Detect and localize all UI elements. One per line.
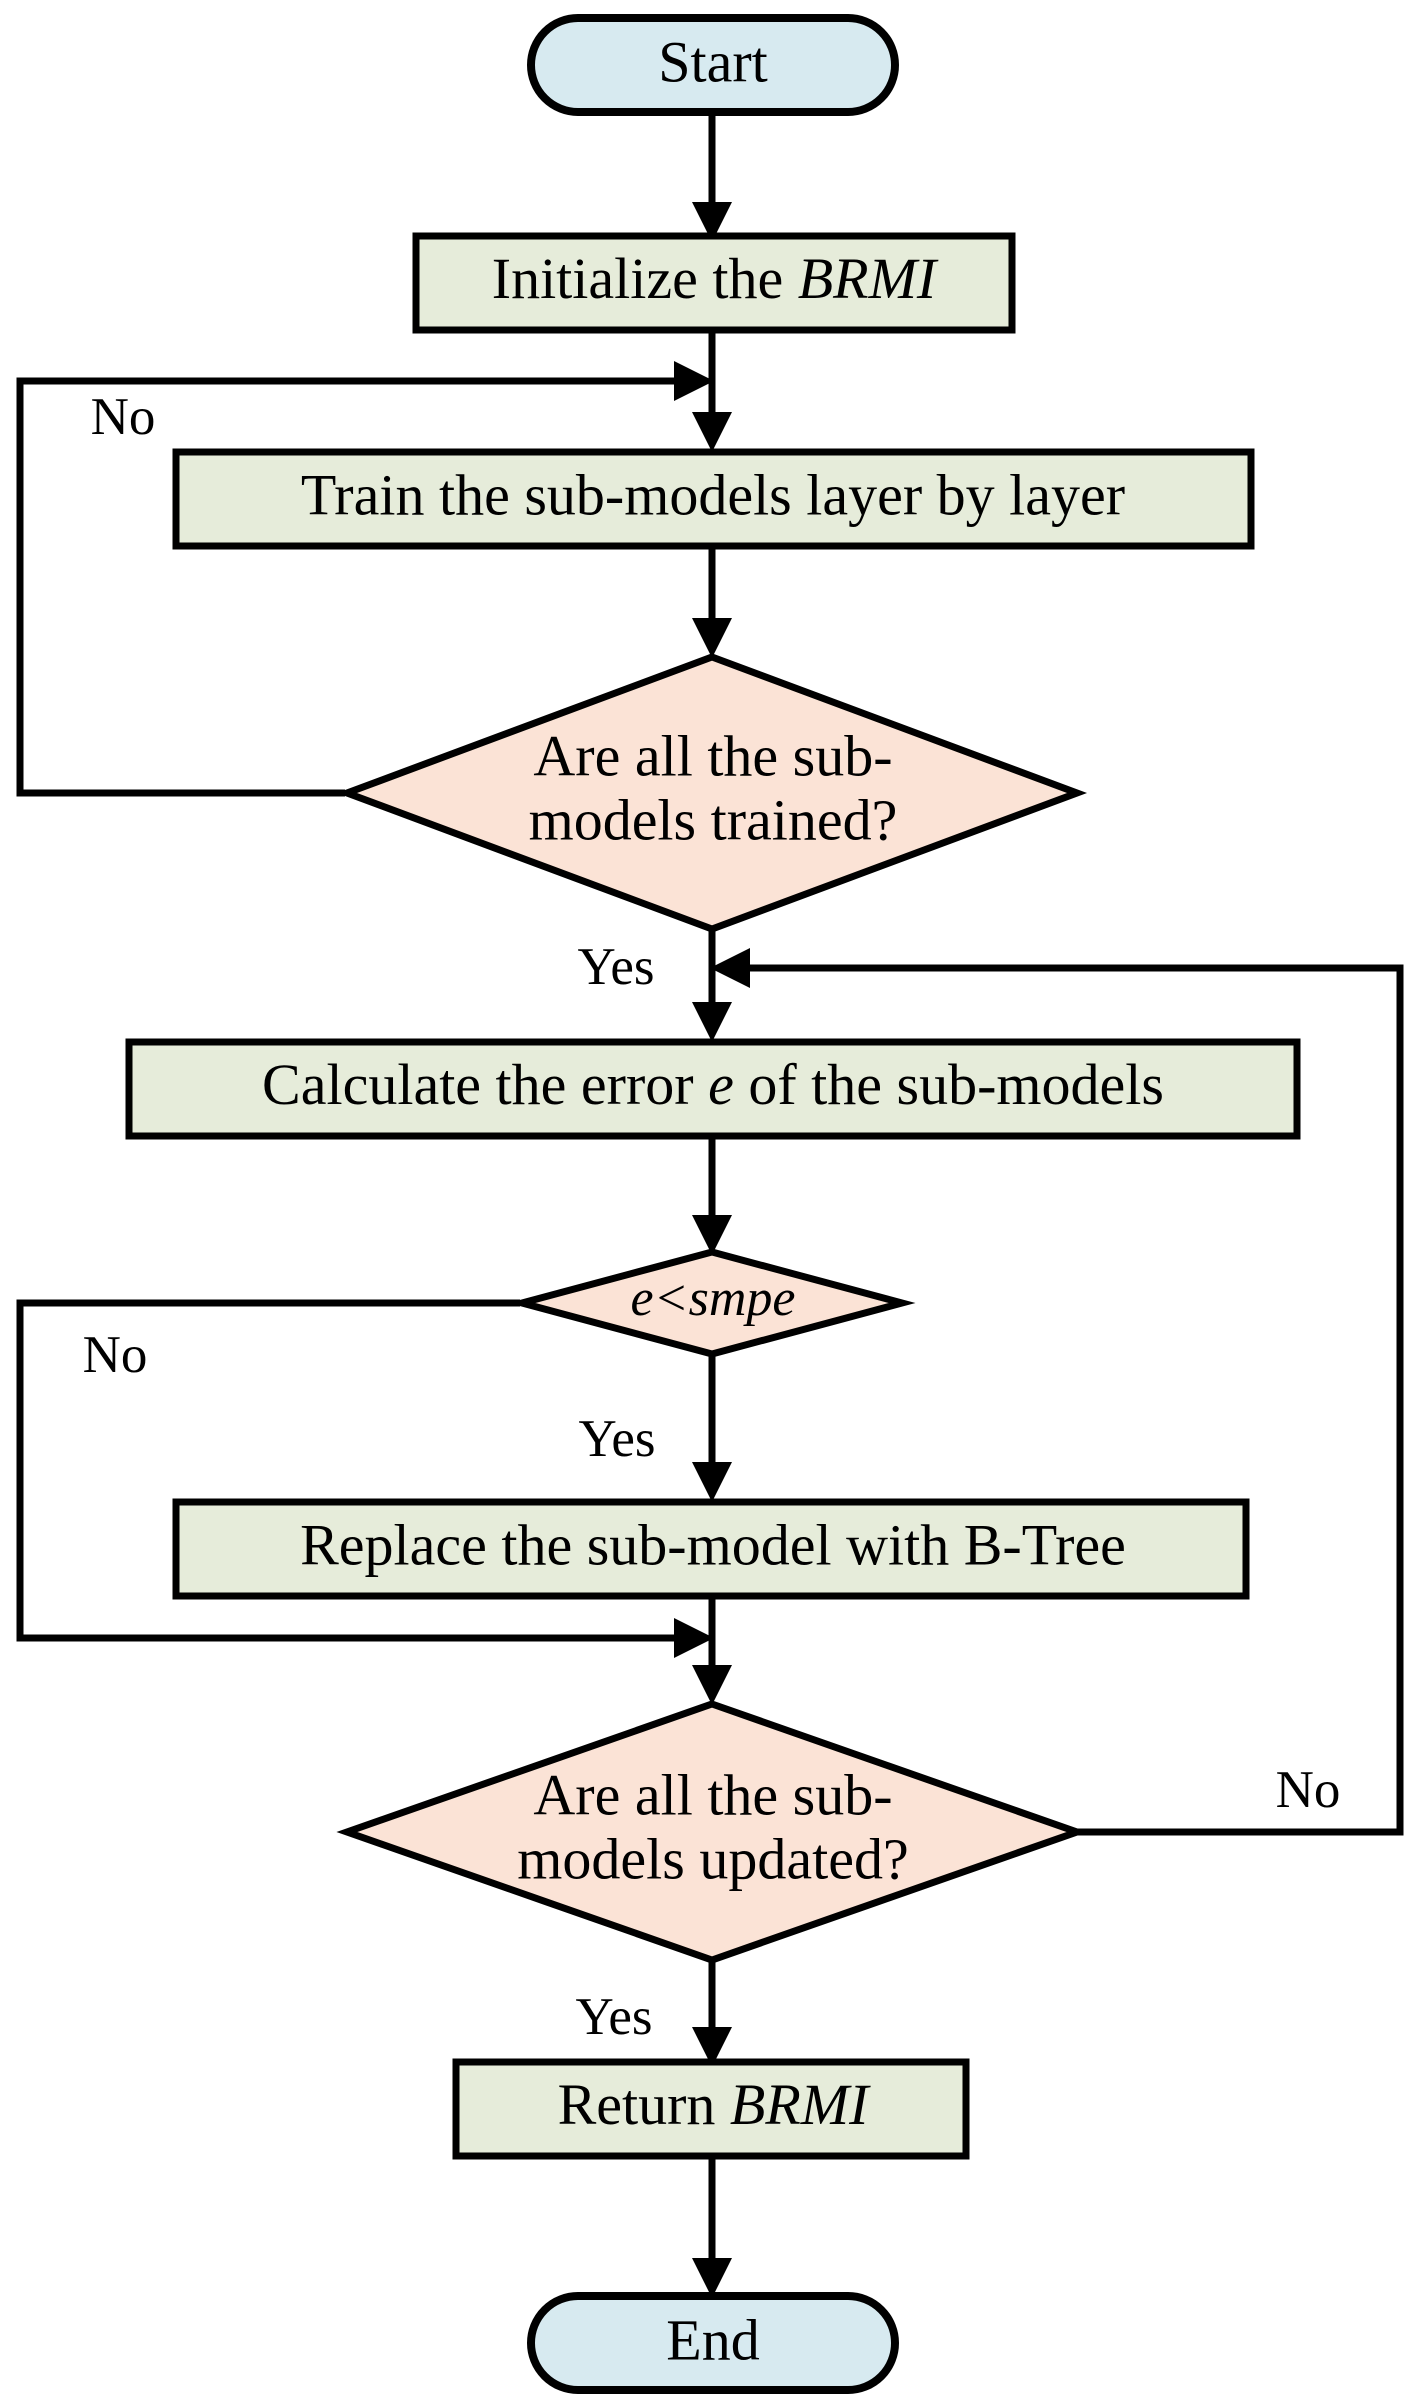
calculate-label-post: of the sub-models xyxy=(734,1052,1164,1117)
edge-no-error-loop xyxy=(16,1299,714,1658)
edge-label-no-updated: No xyxy=(1276,1761,1341,1819)
edge-start-to-initialize xyxy=(692,110,732,242)
initialize-label: Initialize the BRMI xyxy=(492,246,939,311)
replace-label: Replace the sub-model with B-Tree xyxy=(300,1512,1126,1577)
edge-calculate-to-decision-error xyxy=(692,1135,732,1255)
node-decision-trained[interactable]: Are all the sub- models trained? xyxy=(336,653,1088,933)
replace-shape xyxy=(172,1498,1250,1600)
train-label: Train the sub-models layer by layer xyxy=(301,462,1125,527)
end-shape xyxy=(527,2292,899,2394)
initialize-label-italic: BRMI xyxy=(798,246,939,311)
calculate-label: Calculate the error e of the sub-models xyxy=(262,1052,1164,1117)
return-shape xyxy=(452,2058,970,2160)
end-label: End xyxy=(666,2307,759,2372)
initialize-label-pre: Initialize the xyxy=(492,246,798,311)
node-end[interactable]: End xyxy=(527,2292,899,2394)
edge-label-no-error: No xyxy=(83,1326,148,1384)
calculate-label-italic: e xyxy=(708,1052,734,1117)
edge-label-yes-trained: Yes xyxy=(577,938,654,996)
edge-initialize-to-train xyxy=(692,330,732,452)
decision-updated-shape xyxy=(336,1700,1088,1964)
edge-yes-error-to-replace xyxy=(692,1355,732,1502)
calculate-label-pre: Calculate the error xyxy=(262,1052,708,1117)
edge-train-to-decision-trained xyxy=(692,545,732,658)
node-train[interactable]: Train the sub-models layer by layer xyxy=(172,448,1255,550)
node-start[interactable]: Start xyxy=(527,14,899,116)
decision-trained-shape xyxy=(336,653,1088,933)
edge-no-trained-loop xyxy=(16,361,714,797)
initialize-shape xyxy=(412,232,1016,334)
edge-label-yes-error: Yes xyxy=(578,1410,655,1468)
node-return[interactable]: Return BRMI xyxy=(452,2058,970,2160)
decision-updated-line2: models updated? xyxy=(517,1826,908,1891)
edge-replace-to-decision-updated xyxy=(692,1595,732,1705)
edge-no-updated-loop xyxy=(710,948,1404,1836)
node-decision-error[interactable]: e<smpe xyxy=(508,1248,916,1358)
decision-updated-line1: Are all the sub- xyxy=(533,1762,892,1827)
node-initialize[interactable]: Initialize the BRMI xyxy=(412,232,1016,334)
return-label-italic: BRMI xyxy=(730,2072,871,2137)
edge-label-yes-updated: Yes xyxy=(575,1988,652,2046)
calculate-shape xyxy=(125,1038,1301,1140)
decision-error-label: e<smpe xyxy=(630,1270,795,1327)
decision-error-shape xyxy=(508,1248,916,1358)
edge-label-no-trained: No xyxy=(91,388,156,446)
train-shape xyxy=(172,448,1255,550)
edge-return-to-end xyxy=(692,2150,732,2298)
node-decision-updated[interactable]: Are all the sub- models updated? xyxy=(336,1700,1088,1964)
return-label-pre: Return xyxy=(558,2072,730,2137)
node-replace[interactable]: Replace the sub-model with B-Tree xyxy=(172,1498,1250,1600)
return-label: Return BRMI xyxy=(558,2072,872,2137)
decision-trained-line2: models trained? xyxy=(529,787,898,852)
decision-trained-line1: Are all the sub- xyxy=(533,723,892,788)
start-shape xyxy=(527,14,899,116)
edge-yes-updated-to-return xyxy=(692,1960,732,2067)
start-label: Start xyxy=(658,29,768,94)
node-calculate[interactable]: Calculate the error e of the sub-models xyxy=(125,1038,1301,1140)
